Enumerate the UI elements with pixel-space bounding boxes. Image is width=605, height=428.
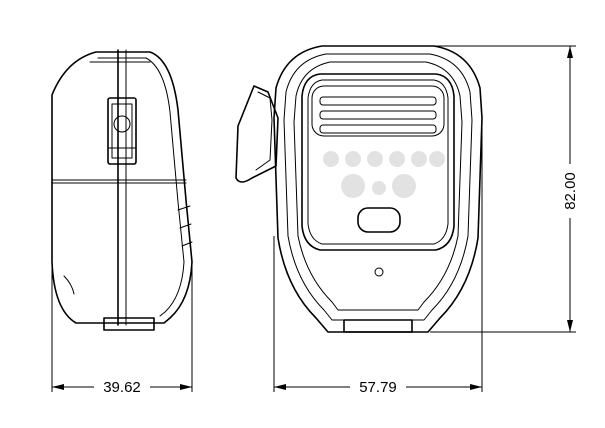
front-view-foot (343, 319, 413, 333)
front-view-keypad-button (323, 151, 339, 167)
front-view-outline (273, 45, 483, 333)
front-view (235, 45, 483, 333)
side-view-rib (179, 223, 192, 229)
side-view-inner-line (97, 57, 185, 317)
dimension-arrowhead (52, 384, 64, 390)
dimension-height: 82.00 (430, 45, 580, 333)
front-view-keypad-button (367, 151, 383, 167)
front-view-grille-slot (319, 96, 437, 106)
dimension-side-depth: 39.62 (51, 262, 193, 396)
front-view-belt-clip-inner (255, 91, 273, 171)
side-view-cable-notch (63, 275, 75, 295)
front-view-nav-button-right (392, 174, 416, 198)
front-view-keypad-button (389, 151, 405, 167)
side-view-rib (177, 205, 191, 211)
dimension-arrowhead (567, 46, 573, 58)
dimension-front-width: 57.79 (273, 118, 483, 396)
front-view-contour-inner (293, 61, 463, 311)
front-view-keypad-button (411, 151, 427, 167)
front-view-face-plate-inner (307, 79, 449, 245)
front-view-keypad-button (429, 151, 445, 167)
side-view-clip-inner (111, 103, 133, 159)
front-view-contour (283, 53, 473, 321)
front-view-grille-slot (319, 110, 437, 120)
front-view-face-plate (301, 73, 455, 251)
side-view-rib (181, 241, 193, 247)
dimension-arrowhead (567, 320, 573, 332)
dimension-label-front-width: 57.79 (359, 379, 397, 396)
dimension-arrowhead (274, 384, 286, 390)
front-view-nav-button-left (341, 174, 365, 198)
dimension-arrowhead (180, 384, 192, 390)
front-view-grille-slot (319, 124, 437, 134)
side-view-foot (103, 317, 155, 331)
front-view-belt-clip (235, 85, 279, 183)
dimension-label-height: 82.00 (562, 172, 579, 210)
front-view-nav-button-center (372, 181, 386, 195)
dimension-arrowhead (470, 384, 482, 390)
dimension-label-side-depth: 39.62 (103, 379, 141, 396)
side-view-clip-screw (113, 115, 131, 133)
front-view-mic-hole (374, 267, 384, 277)
side-view-clip (107, 97, 137, 165)
front-view-ptt-button (357, 207, 401, 233)
front-view-speaker-window (311, 85, 445, 137)
side-view (51, 49, 193, 331)
front-view-keypad-button (345, 151, 361, 167)
side-view-outline (51, 51, 193, 324)
